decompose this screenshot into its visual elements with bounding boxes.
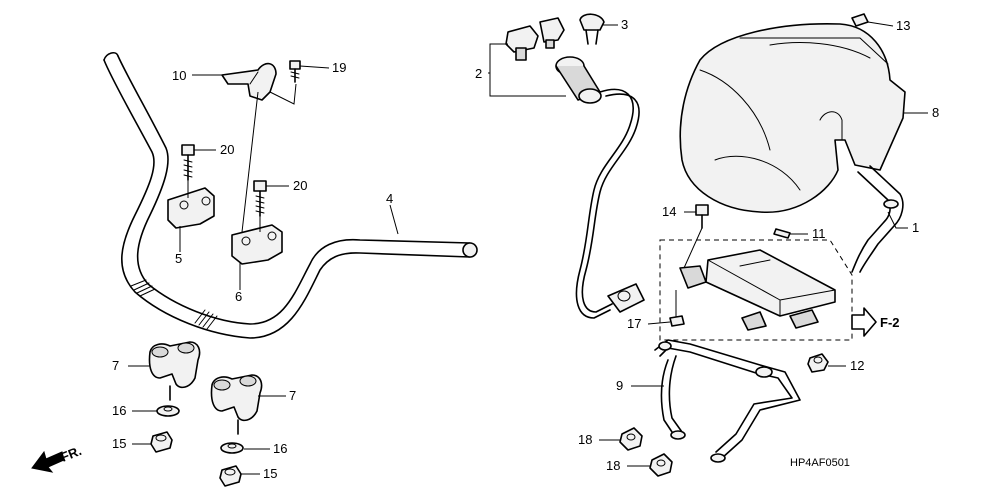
diagram-code: HP4AF0501 bbox=[790, 457, 850, 469]
callout-2: 2 bbox=[475, 66, 482, 81]
holder-upper-6 bbox=[231, 224, 283, 265]
callout-9: 9 bbox=[616, 378, 623, 393]
nut-18a bbox=[619, 427, 643, 451]
switch-key-2 bbox=[505, 17, 565, 61]
connector bbox=[607, 283, 645, 313]
callout-11: 11 bbox=[812, 226, 826, 241]
callout-7a: 7 bbox=[112, 358, 119, 373]
clip-13 bbox=[851, 13, 869, 27]
bolt-17 bbox=[669, 315, 685, 327]
callout-3: 3 bbox=[621, 17, 628, 32]
washer-16a bbox=[156, 405, 180, 417]
ref-arrow bbox=[851, 307, 877, 337]
nut-15a bbox=[150, 431, 173, 453]
switch-body-2 bbox=[555, 56, 602, 104]
front-arrow-label: FR. bbox=[59, 443, 84, 465]
front-arrow: FR. bbox=[31, 443, 84, 473]
callout-15b: 15 bbox=[263, 466, 277, 481]
callout-14: 14 bbox=[662, 204, 676, 219]
holder-lower-7b bbox=[210, 374, 263, 435]
callout-7b: 7 bbox=[289, 388, 296, 403]
callout-5: 5 bbox=[175, 251, 182, 266]
holder-lower-7a bbox=[148, 341, 201, 401]
bolt-20b bbox=[253, 180, 267, 217]
nut-15b bbox=[219, 465, 242, 487]
washer-16b bbox=[220, 442, 244, 454]
callout-6: 6 bbox=[235, 289, 242, 304]
grip-band-left bbox=[130, 279, 156, 297]
callout-18a: 18 bbox=[578, 432, 592, 447]
nut-12 bbox=[807, 353, 829, 373]
callout-15a: 15 bbox=[112, 436, 126, 451]
callout-20b: 20 bbox=[293, 178, 307, 193]
callout-12: 12 bbox=[850, 358, 864, 373]
callout-16a: 16 bbox=[112, 403, 126, 418]
bolt-20a bbox=[181, 144, 195, 181]
callout-16b: 16 bbox=[273, 441, 287, 456]
callout-labels: 1 2 3 4 5 6 7 7 8 9 10 11 12 13 14 15 15… bbox=[112, 17, 939, 481]
handlebar bbox=[103, 51, 478, 339]
screw-11 bbox=[773, 228, 791, 239]
callout-19: 19 bbox=[332, 60, 346, 75]
ref-arrow-label: F-2 bbox=[880, 315, 900, 330]
nut-18b bbox=[649, 453, 673, 477]
bolt-14 bbox=[695, 204, 709, 229]
callout-8: 8 bbox=[932, 105, 939, 120]
switch-wire bbox=[575, 88, 640, 319]
callout-20a: 20 bbox=[220, 142, 234, 157]
leader-lines bbox=[128, 21, 928, 475]
callout-18b: 18 bbox=[606, 458, 620, 473]
module-group bbox=[659, 227, 853, 341]
cap-3 bbox=[579, 13, 605, 45]
tube-1 bbox=[851, 165, 904, 273]
handle-cover-8 bbox=[679, 23, 906, 213]
grip-band-right bbox=[194, 309, 218, 330]
callout-10: 10 bbox=[172, 68, 186, 83]
holder-upper-5 bbox=[167, 187, 215, 229]
callout-1: 1 bbox=[912, 220, 919, 235]
stay-9 bbox=[654, 339, 801, 463]
bracket-10 bbox=[221, 62, 277, 101]
callout-13: 13 bbox=[896, 18, 910, 33]
bolt-19 bbox=[289, 60, 301, 83]
callout-4: 4 bbox=[386, 191, 393, 206]
callout-17: 17 bbox=[627, 316, 641, 331]
